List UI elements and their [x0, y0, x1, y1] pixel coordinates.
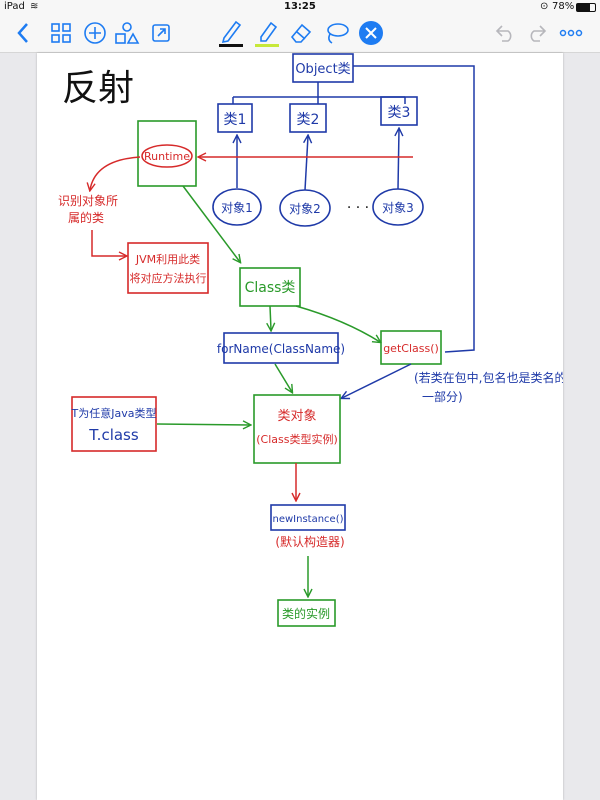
runtime-note-line2: 属的类: [68, 210, 104, 225]
jvm-note-line1: JVM利用此类: [135, 252, 200, 266]
class-object-line1: 类对象: [277, 409, 316, 424]
wifi-icon: ≋: [30, 1, 39, 12]
object-class-box: [292, 53, 354, 83]
note-title: 反射: [62, 68, 134, 109]
newinstance-note: (默认构造器): [275, 534, 344, 549]
undo-icon[interactable]: [490, 18, 520, 48]
tclass-line2: T.class: [88, 426, 139, 444]
runtime-note-line1: 识别对象所: [58, 194, 118, 208]
getclass-label: getClass(): [383, 342, 439, 355]
class-to-forname-arrow: [270, 305, 271, 330]
class1-label: 类1: [224, 112, 247, 128]
object-class-label: Object类: [295, 62, 350, 77]
back-icon[interactable]: [8, 18, 38, 48]
class3-box: [380, 96, 418, 126]
runtime-ellipse: [141, 144, 193, 168]
jvm-note-line2: 将对应方法执行: [130, 271, 207, 285]
note-page[interactable]: 反射 Object类 类1 类2 类3 对象1 对象2 · · · 对象3 Ru…: [37, 53, 563, 800]
toolbar: [0, 14, 600, 53]
class1-box: [217, 103, 253, 133]
identify-to-jvm-arrow: [91, 230, 126, 256]
forname-box: [223, 332, 339, 364]
more-icon[interactable]: [556, 18, 586, 48]
inheritance-lines: [232, 82, 406, 104]
tclass-to-classobject-arrow: [156, 424, 250, 425]
object3-label: 对象3: [382, 201, 414, 215]
class-type-label: Class类: [245, 280, 296, 296]
add-icon[interactable]: [80, 18, 110, 48]
redo-icon[interactable]: [522, 18, 552, 48]
object3-to-class3-arrow: [398, 129, 399, 190]
pen-icon[interactable]: [216, 18, 246, 48]
device-name: iPad: [4, 1, 25, 12]
class-object-box: [253, 394, 341, 464]
forname-label: forName(ClassName): [217, 342, 345, 356]
newinstance-label: newInstance(): [272, 514, 343, 525]
battery-icon: [576, 3, 596, 12]
class-to-getclass-arrow: [295, 305, 380, 342]
highlighter-icon[interactable]: [252, 18, 282, 48]
tclass-line1: T为任意Java类型: [71, 406, 157, 420]
clock: 13:25: [284, 1, 316, 12]
forname-to-classobject-arrow: [274, 363, 292, 392]
class3-label: 类3: [388, 105, 411, 121]
class-object-line2: (Class类型实例): [256, 432, 338, 446]
handwritten-diagram: 反射 Object类 类1 类2 类3 对象1 对象2 · · · 对象3 Ru…: [58, 53, 563, 627]
instance-box: [277, 599, 336, 627]
package-note-line2: 一部分): [422, 389, 463, 404]
newinstance-box: [270, 504, 346, 531]
instance-label: 类的实例: [282, 606, 330, 621]
shapes-icon[interactable]: [112, 18, 142, 48]
battery-level: 78%: [552, 1, 575, 12]
tclass-box: [71, 396, 157, 452]
object-ellipsis: · · ·: [347, 200, 369, 216]
eraser-icon[interactable]: [286, 18, 316, 48]
package-note-line1: (若类在包中,包名也是类名的: [414, 370, 563, 385]
getclass-to-classobject-arrow: [342, 363, 412, 398]
close-icon[interactable]: [356, 18, 386, 48]
object1-label: 对象1: [221, 201, 253, 215]
object2-label: 对象2: [289, 202, 321, 216]
status-bar: iPad ≋ 13:25 ⊙ 78%: [0, 0, 600, 14]
object2-to-class2-arrow: [305, 136, 308, 191]
object1-ellipse: [212, 188, 262, 226]
lock-rotation-icon: ⊙: [540, 1, 549, 12]
runtime-to-class-arrow: [182, 185, 240, 262]
class2-box: [289, 103, 327, 133]
share-icon[interactable]: [146, 18, 176, 48]
grid-icon[interactable]: [46, 18, 76, 48]
runtime-box: [137, 120, 197, 187]
lasso-icon[interactable]: [322, 18, 352, 48]
class2-label: 类2: [297, 112, 320, 128]
runtime-to-identify-arrow: [90, 156, 141, 190]
runtime-label: Runtime: [144, 150, 190, 163]
jvm-note-box: [127, 242, 209, 294]
object-to-getclass-line: [353, 65, 475, 353]
